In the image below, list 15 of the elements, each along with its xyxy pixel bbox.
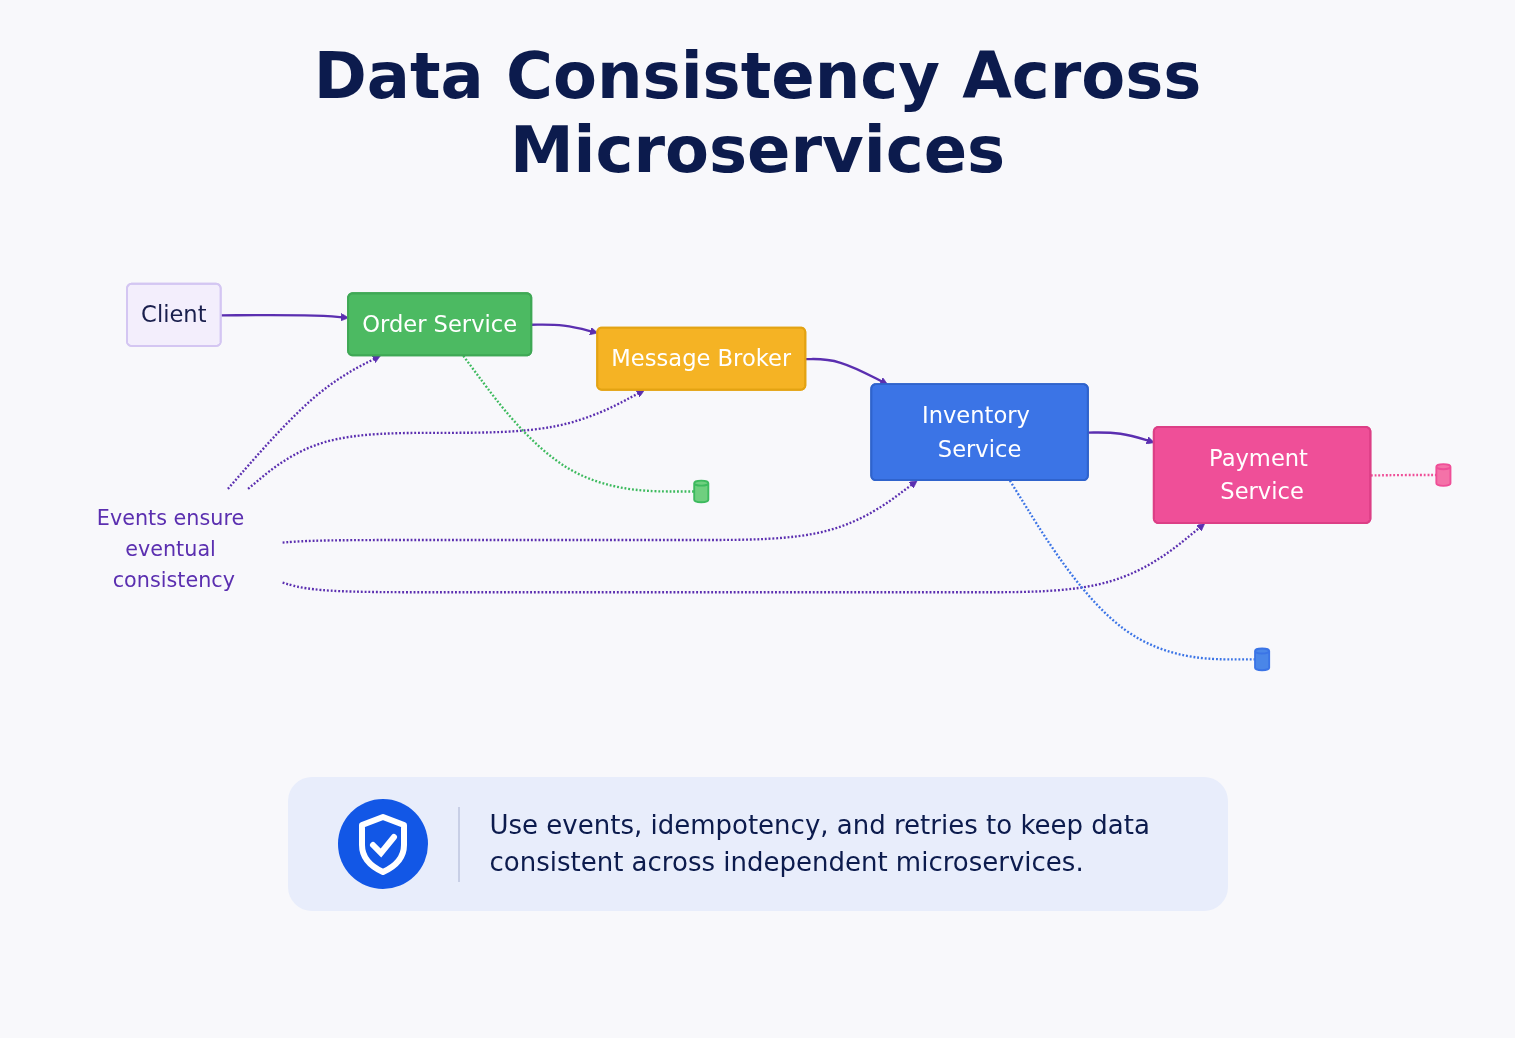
connector: [1008, 480, 1255, 661]
arrow: [282, 480, 917, 544]
arrow: [281, 523, 1205, 594]
connector: [1370, 474, 1436, 477]
node-cylinder: [1434, 463, 1451, 487]
node-text: Events ensure eventual consistency: [96, 506, 244, 593]
title: Data Consistency Across Microservices: [312, 40, 1203, 188]
arrow: [226, 355, 381, 490]
arrow: [805, 358, 888, 386]
node-cylinder: [692, 479, 709, 504]
node-cylinder: [1253, 647, 1270, 672]
arrow: [531, 323, 598, 336]
connector: [461, 355, 694, 493]
arrow: [246, 390, 645, 490]
note-text: Use events, idempotency, and retries to keep data consistent across independent microservices.: [457, 806, 1178, 882]
